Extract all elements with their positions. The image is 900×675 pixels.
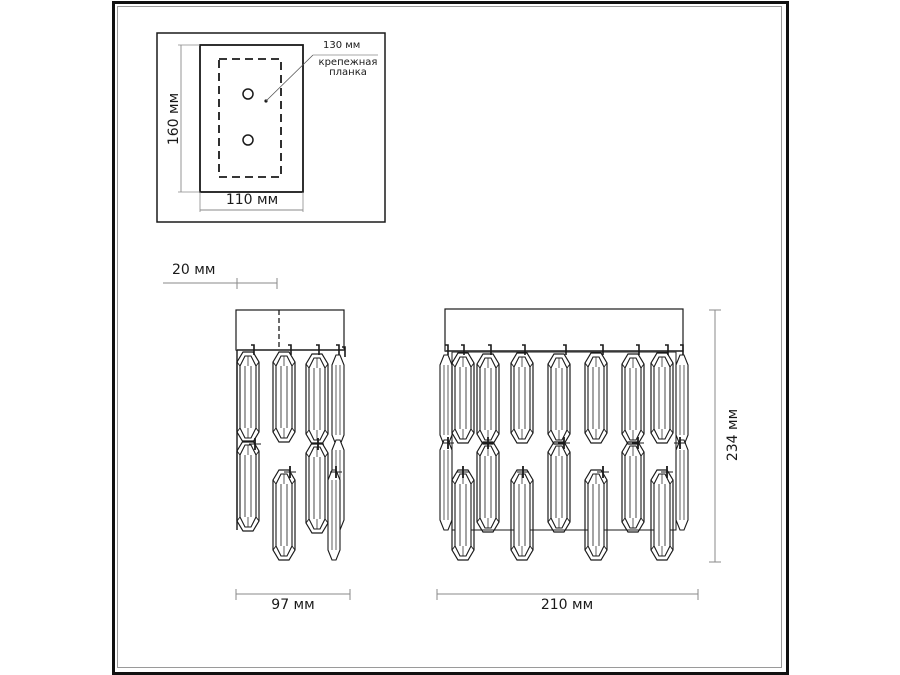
mounting-plate-inset — [156, 32, 386, 223]
front-width-label: 210 мм — [540, 597, 594, 613]
front-height-label: 234 мм — [725, 408, 741, 462]
plate-height-label: 160 мм — [166, 92, 182, 146]
bracket-note: крепежная планка — [313, 58, 383, 78]
side-width-label: 97 мм — [271, 597, 315, 613]
plate-width-label: 110 мм — [225, 192, 279, 208]
bracket-size-label: 130 мм — [323, 40, 361, 51]
drawing-frame-inner — [117, 6, 782, 668]
front-view — [436, 308, 721, 600]
depth-offset-label: 20 мм — [172, 262, 216, 278]
bracket-note-line2: планка — [329, 67, 367, 78]
bracket-note-line1: крепежная — [318, 57, 378, 68]
drawing-frame-outer — [112, 1, 789, 675]
side-view — [163, 278, 351, 600]
